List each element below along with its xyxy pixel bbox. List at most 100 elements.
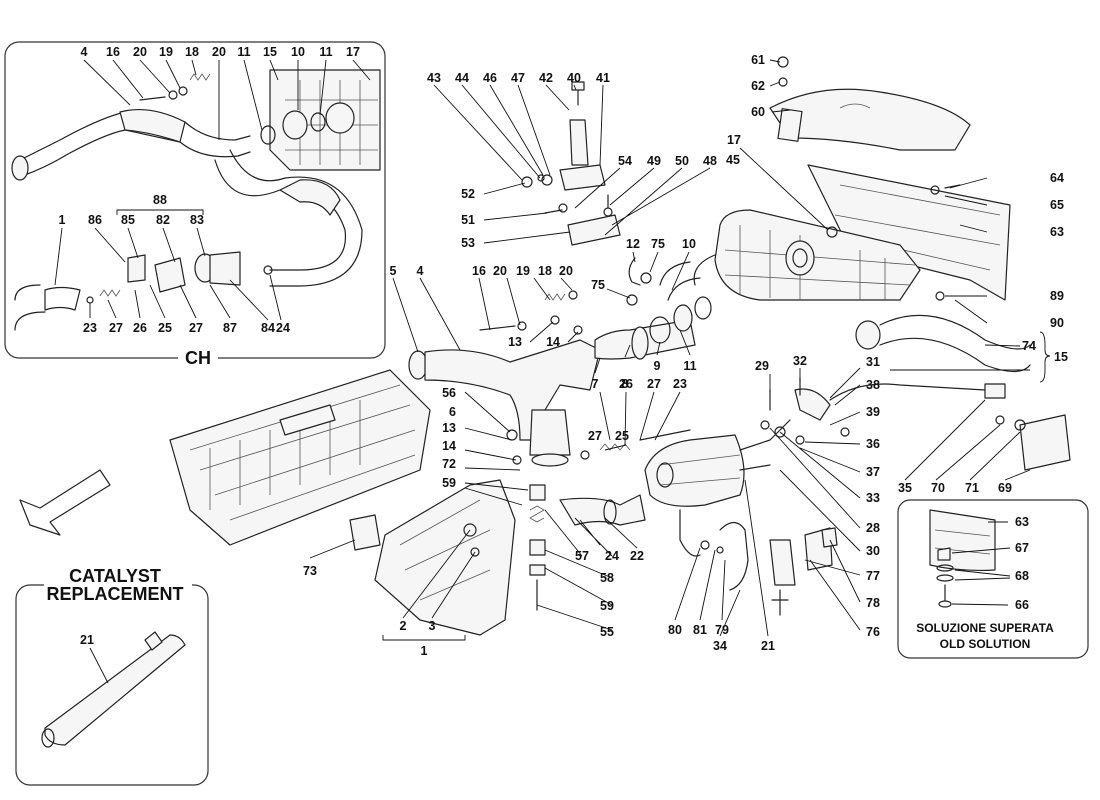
callout-label: 85 bbox=[121, 213, 135, 227]
callout-label: 70 bbox=[931, 481, 945, 495]
callout-label: 81 bbox=[693, 623, 707, 637]
callout-label: 87 bbox=[223, 321, 237, 335]
callout-label: 10 bbox=[682, 237, 696, 251]
callout-label: 59 bbox=[442, 476, 456, 490]
callout-label: 19 bbox=[516, 264, 530, 278]
bracket-assembly: 43 44 46 47 42 40 41 54 49 50 48 52 51 5… bbox=[427, 71, 717, 250]
callout-label: 2 bbox=[400, 619, 407, 633]
callout-label: 80 bbox=[668, 623, 682, 637]
catalyst-title-line2: REPLACEMENT bbox=[46, 584, 183, 604]
callout-label: 41 bbox=[596, 71, 610, 85]
callout-label: 4 bbox=[417, 264, 424, 278]
callout-label: 32 bbox=[793, 354, 807, 368]
engine-head bbox=[169, 369, 431, 546]
callout-label: 26 bbox=[619, 377, 633, 391]
old-solution-line1: SOLUZIONE SUPERATA bbox=[916, 621, 1054, 635]
callout-label: 83 bbox=[190, 213, 204, 227]
callout-label: 30 bbox=[866, 544, 880, 558]
callout-label: 27 bbox=[189, 321, 203, 335]
callout-label: 63 bbox=[1015, 515, 1029, 529]
catalyst-replacement-inset: CATALYST REPLACEMENT 21 bbox=[15, 565, 209, 786]
callout-label: 42 bbox=[539, 71, 553, 85]
callout-label: 3 bbox=[429, 619, 436, 633]
callout-label: 27 bbox=[588, 429, 602, 443]
callout-label: 19 bbox=[159, 45, 173, 59]
callout-label: 21 bbox=[761, 639, 775, 653]
callout-label: 18 bbox=[185, 45, 199, 59]
callout-label: 67 bbox=[1015, 541, 1029, 555]
callout-label: 13 bbox=[508, 335, 522, 349]
callout-label: 18 bbox=[538, 264, 552, 278]
callout-label: 8 bbox=[622, 377, 629, 391]
callout-label: 56 bbox=[442, 386, 456, 400]
callout-label: 34 bbox=[713, 639, 727, 653]
callout-label: 20 bbox=[493, 264, 507, 278]
old-solution-inset: 63 67 68 66 SOLUZIONE SUPERATA OLD SOLUT… bbox=[897, 499, 1089, 659]
callout-label: 39 bbox=[866, 405, 880, 419]
callout-label: 40 bbox=[567, 71, 581, 85]
callout-label: 11 bbox=[683, 359, 696, 373]
ch-inset-label: CH bbox=[185, 348, 211, 368]
callout-label: 86 bbox=[88, 213, 102, 227]
callout-label: 74 bbox=[1022, 339, 1036, 353]
callout-label: 71 bbox=[965, 481, 979, 495]
callout-label: 27 bbox=[109, 321, 123, 335]
callout-label: 27 bbox=[647, 377, 661, 391]
callout-label: 26 bbox=[133, 321, 147, 335]
callout-label: 10 bbox=[291, 45, 305, 59]
callout-label: 58 bbox=[600, 571, 614, 585]
callout-label: 20 bbox=[212, 45, 226, 59]
callout-label: 46 bbox=[483, 71, 497, 85]
callout-label: 14 bbox=[546, 335, 560, 349]
callout-label: 25 bbox=[158, 321, 172, 335]
callout-label: 9 bbox=[654, 359, 661, 373]
callout-label: 31 bbox=[866, 355, 880, 369]
callout-label: 78 bbox=[866, 596, 880, 610]
callout-label: 45 bbox=[726, 153, 740, 167]
callout-label: 25 bbox=[615, 429, 629, 443]
direction-arrow bbox=[19, 469, 111, 536]
callout-label: 44 bbox=[455, 71, 469, 85]
callout-label: 7 bbox=[592, 377, 599, 391]
callout-label: 73 bbox=[303, 564, 317, 578]
callout-label: 62 bbox=[751, 79, 765, 93]
ch-inset: CH 4 bbox=[4, 41, 386, 368]
callout-label: 14 bbox=[442, 439, 456, 453]
callout-label: 54 bbox=[618, 154, 632, 168]
callout-label: 77 bbox=[866, 569, 880, 583]
callout-label: 29 bbox=[755, 359, 769, 373]
callout-label: 20 bbox=[559, 264, 573, 278]
callout-label: 59 bbox=[600, 599, 614, 613]
catalyst-title-line1: CATALYST bbox=[69, 566, 161, 586]
callout-label: 17 bbox=[727, 133, 741, 147]
callout-label: 79 bbox=[715, 623, 729, 637]
manifold-assembly: 5 4 16 20 19 18 20 12 75 10 75 13 14 7 8… bbox=[303, 237, 1071, 658]
callout-label: 17 bbox=[346, 45, 360, 59]
callout-label: 75 bbox=[591, 278, 605, 292]
callout-label: 50 bbox=[675, 154, 689, 168]
callout-label: 63 bbox=[1050, 225, 1064, 239]
callout-label: 15 bbox=[1054, 350, 1068, 364]
callout-label: 6 bbox=[449, 405, 456, 419]
callout-label: 76 bbox=[866, 625, 880, 639]
callout-label: 38 bbox=[866, 378, 880, 392]
callout-label: 82 bbox=[156, 213, 170, 227]
callout-label: 35 bbox=[898, 481, 912, 495]
callout-label: 47 bbox=[511, 71, 525, 85]
callout-label: 1 bbox=[421, 644, 428, 658]
callout-label: 49 bbox=[647, 154, 661, 168]
callout-label: 24 bbox=[605, 549, 619, 563]
callout-label: 37 bbox=[866, 465, 880, 479]
silencer-assembly: 61 62 60 17 45 64 65 63 89 90 74 15 bbox=[693, 53, 1068, 383]
old-solution-line2: OLD SOLUTION bbox=[940, 637, 1031, 651]
callout-label: 36 bbox=[866, 437, 880, 451]
callout-label: 23 bbox=[673, 377, 687, 391]
callout-label: 64 bbox=[1050, 171, 1064, 185]
callout-label: 43 bbox=[427, 71, 441, 85]
callout-label: 15 bbox=[263, 45, 277, 59]
callout-label: 66 bbox=[1015, 598, 1029, 612]
callout-label: 84 bbox=[261, 321, 275, 335]
callout-label: 53 bbox=[461, 236, 475, 250]
callout-label: 16 bbox=[106, 45, 120, 59]
